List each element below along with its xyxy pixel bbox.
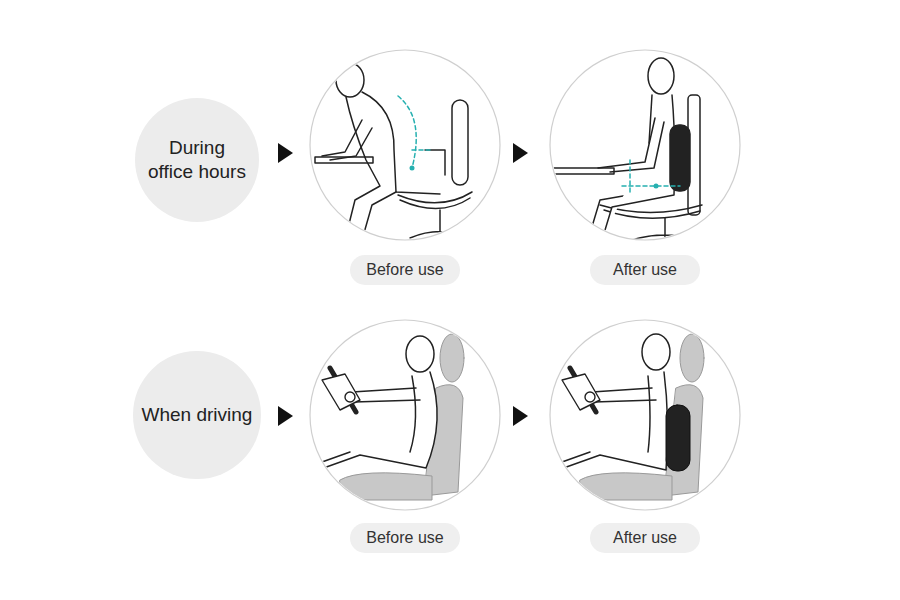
scene-circle <box>310 50 500 240</box>
scene-circle <box>310 320 500 510</box>
state-label: Before use <box>366 260 443 279</box>
state-pill: After use <box>590 523 700 553</box>
state-pill: Before use <box>350 523 460 553</box>
state-label: After use <box>613 260 677 279</box>
arrow-triangle <box>513 143 528 163</box>
state-label: After use <box>613 528 677 547</box>
scene-circle <box>550 320 740 510</box>
arrow-triangle <box>513 406 528 426</box>
driving-upright-figure <box>558 334 704 500</box>
state-pill: After use <box>590 255 700 285</box>
topic-circle: When driving <box>133 351 260 478</box>
driving-slouch-figure <box>318 334 464 500</box>
arrow-triangle <box>278 406 293 426</box>
state-label: Before use <box>366 528 443 547</box>
topic-label: During office hours <box>147 136 247 184</box>
scene-circle <box>550 50 740 240</box>
arrow-triangle <box>278 143 293 163</box>
state-pill: Before use <box>350 255 460 285</box>
office-upright-figure <box>552 58 705 242</box>
topic-label: When driving <box>142 403 253 427</box>
topic-circle: During office hours <box>135 98 260 223</box>
